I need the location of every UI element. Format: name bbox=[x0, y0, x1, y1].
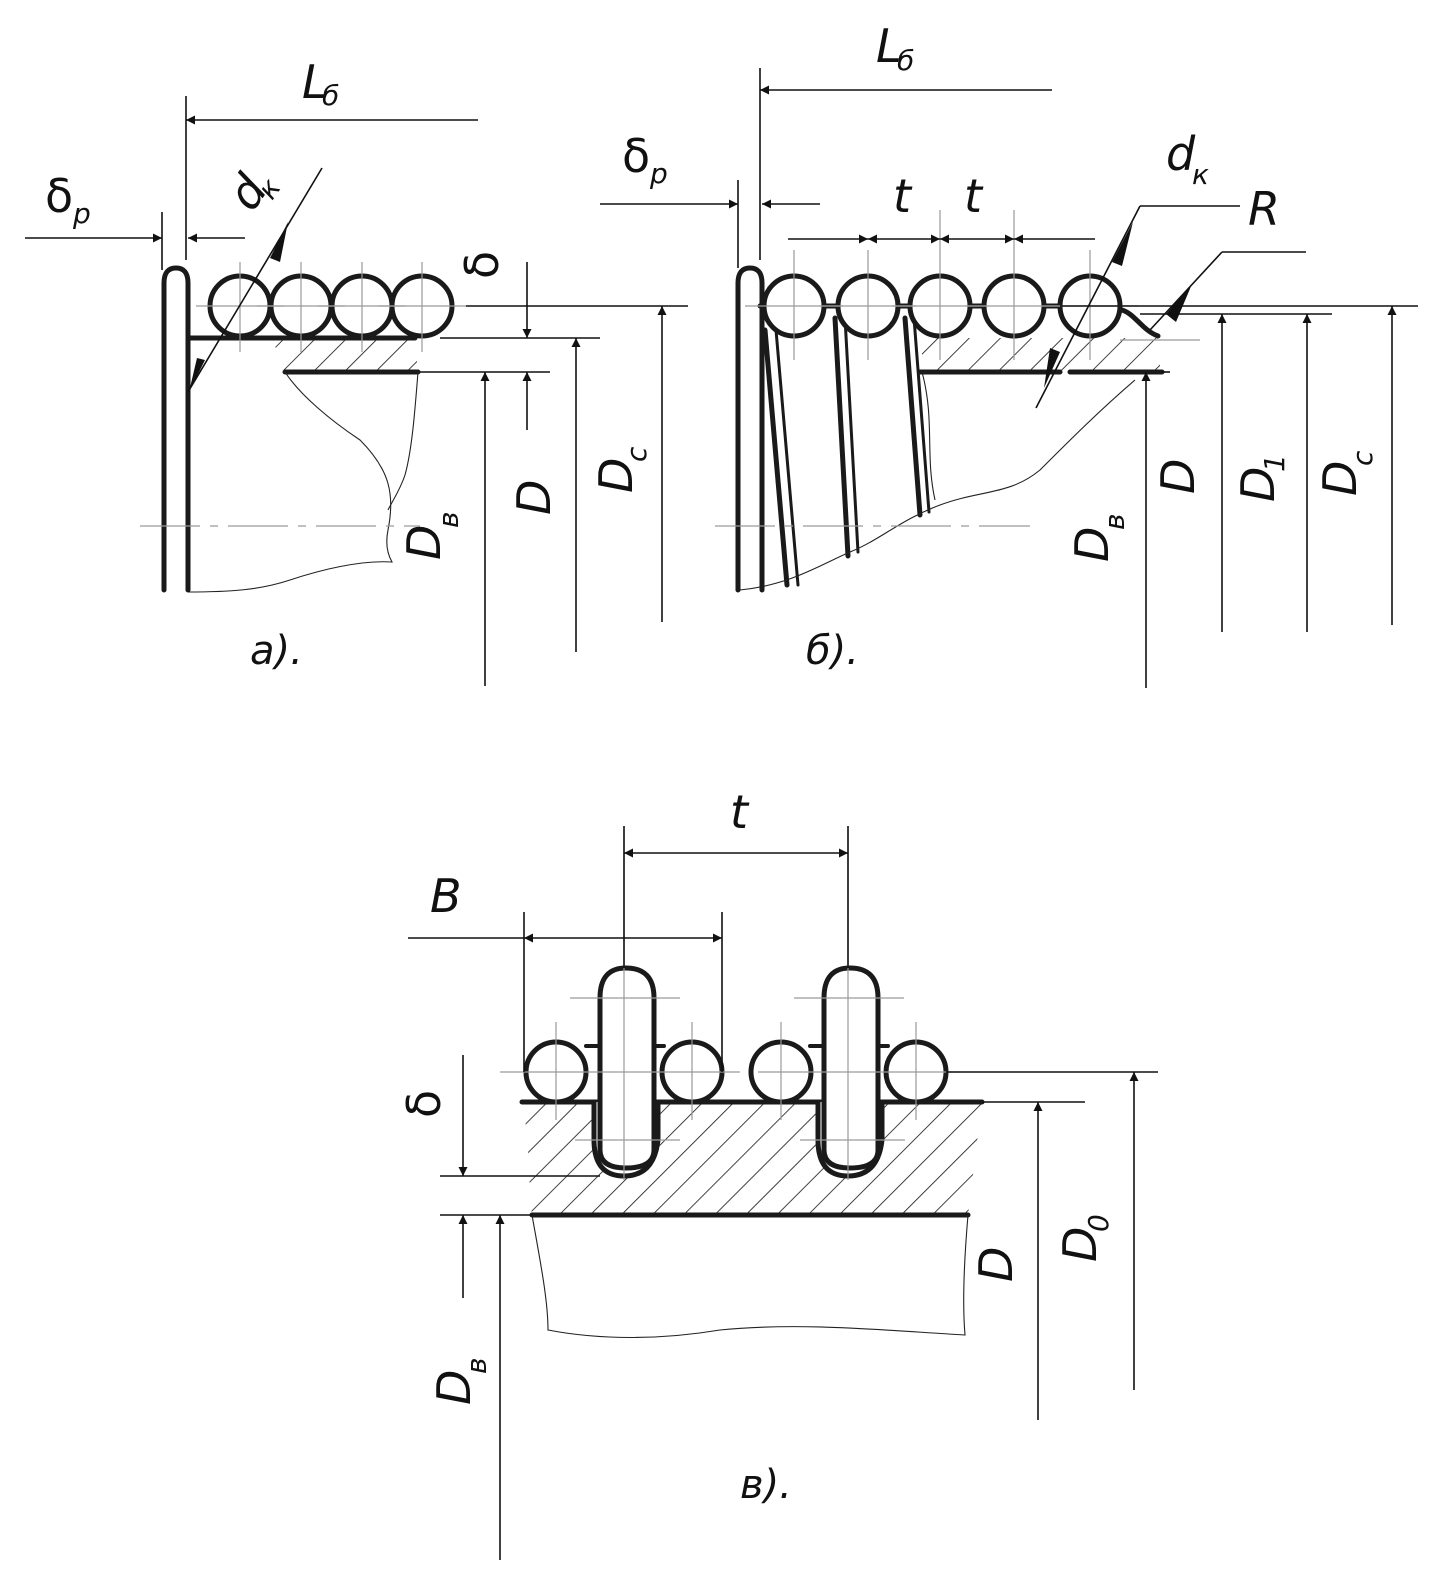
label-delta-p-sub: р bbox=[72, 197, 91, 230]
caption-c: в). bbox=[740, 1462, 792, 1508]
label-delta-p: δ bbox=[45, 169, 73, 223]
wire-coils bbox=[745, 210, 1200, 360]
end-plate bbox=[161, 265, 191, 593]
label-D1-sub: 1 bbox=[1258, 454, 1291, 472]
label-t2: t bbox=[964, 169, 984, 223]
label-D1: D bbox=[1231, 467, 1285, 502]
label-Dv: D bbox=[427, 1370, 481, 1405]
label-D: D bbox=[507, 480, 561, 515]
label-L: L bbox=[876, 19, 902, 73]
label-Dc-sub: с bbox=[620, 446, 653, 462]
label-D: D bbox=[969, 1247, 1023, 1282]
label-Dc: D bbox=[1313, 461, 1367, 496]
label-Dv: D bbox=[397, 525, 451, 560]
panel-b: L б δ р t t d к R D в D bbox=[600, 19, 1418, 688]
caption-b: б). bbox=[806, 628, 859, 674]
label-dk-sub: к bbox=[1192, 158, 1209, 191]
panel-c: t B δ D в D D 0 в). bbox=[397, 785, 1158, 1560]
caption-a: а). bbox=[250, 628, 303, 674]
tube-wall-section bbox=[922, 338, 1160, 372]
label-delta-p: δ bbox=[622, 129, 650, 183]
label-Dv: D bbox=[1065, 527, 1119, 562]
label-Dv-sub: в bbox=[432, 511, 465, 528]
fillet-R bbox=[1119, 307, 1161, 339]
label-delta: δ bbox=[397, 1090, 451, 1118]
label-Dv-sub: в bbox=[1098, 513, 1131, 530]
label-R: R bbox=[1248, 182, 1280, 236]
label-L-sub: б bbox=[322, 79, 339, 112]
end-plate bbox=[735, 265, 765, 593]
label-L: L bbox=[302, 55, 328, 109]
leader-dk bbox=[1035, 205, 1141, 409]
helix-wires bbox=[762, 315, 931, 588]
label-delta: δ bbox=[455, 251, 509, 279]
label-dk: d bbox=[1166, 127, 1196, 181]
label-t1: t bbox=[893, 169, 913, 223]
label-D0: D bbox=[1053, 1227, 1107, 1262]
break-line bbox=[739, 379, 1136, 591]
break-line bbox=[531, 1214, 969, 1339]
wire-coils bbox=[196, 262, 466, 352]
panel-a: L б δ р d к δ D в D D с а). bbox=[25, 55, 688, 686]
label-delta-p-sub: р bbox=[649, 157, 668, 190]
break-line-2 bbox=[387, 371, 419, 511]
label-t: t bbox=[730, 785, 750, 839]
break-line-2 bbox=[921, 371, 936, 501]
label-Dv-sub: в bbox=[460, 1357, 493, 1374]
label-Dc: D bbox=[589, 458, 643, 493]
label-L-sub: б bbox=[897, 44, 914, 77]
tube-wall-section bbox=[188, 338, 418, 373]
break-line bbox=[187, 371, 393, 593]
tube-wall-section bbox=[522, 1102, 982, 1215]
leader-dk bbox=[187, 167, 323, 393]
label-Dc-sub: с bbox=[1346, 450, 1379, 466]
label-D: D bbox=[1151, 459, 1205, 494]
label-B: B bbox=[430, 869, 462, 923]
label-D0-sub: 0 bbox=[1082, 1214, 1115, 1232]
